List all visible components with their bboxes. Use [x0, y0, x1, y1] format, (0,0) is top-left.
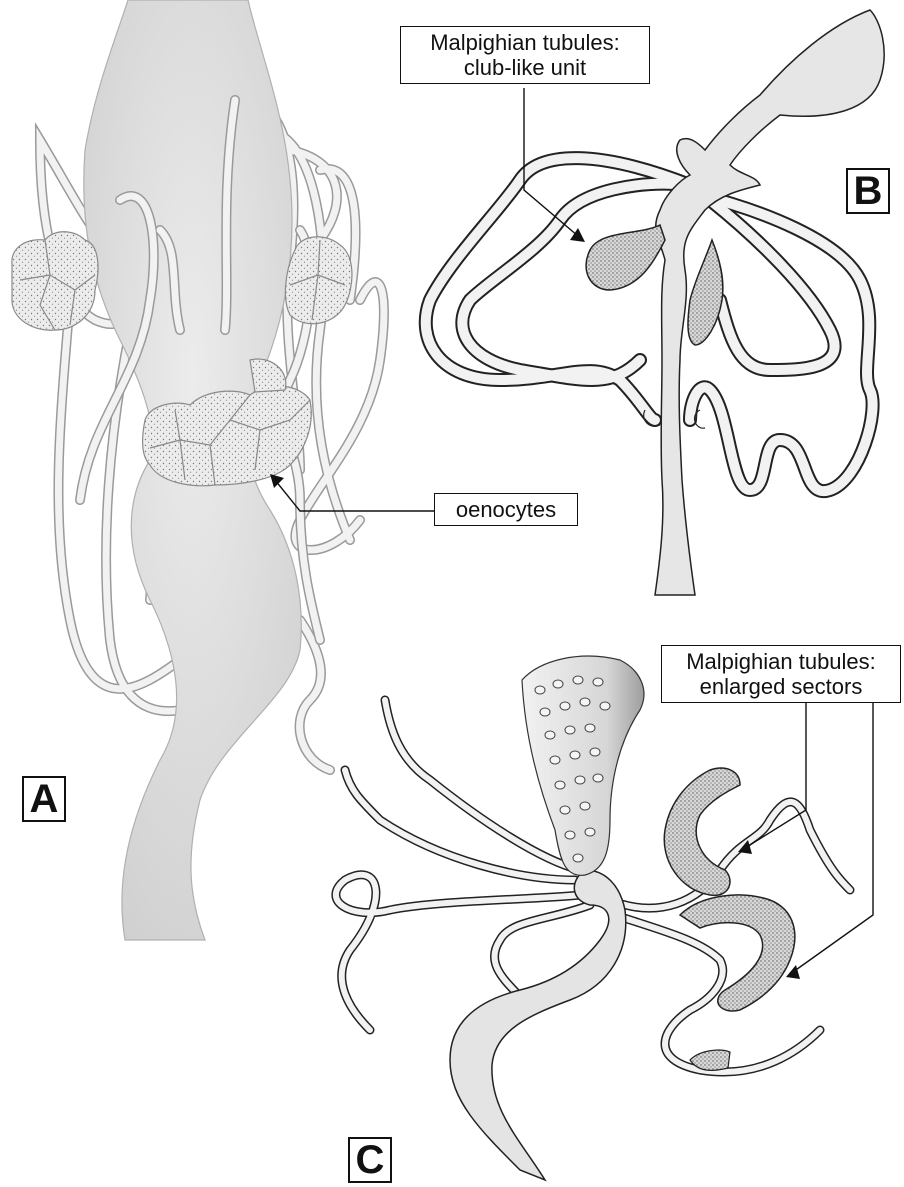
club-unit-right — [688, 240, 723, 345]
club-unit-left — [586, 225, 665, 290]
panel-label-a: A — [22, 776, 66, 822]
label-oenocytes: oenocytes — [434, 493, 578, 526]
enlarged-sector-upper — [664, 768, 740, 895]
oenocyte-cluster-right — [285, 237, 352, 324]
enlarged-lower-arrow — [793, 700, 873, 972]
label-oenocytes-text: oenocytes — [443, 497, 569, 522]
label-club-line2: club-like unit — [409, 55, 641, 80]
panel-b-tubules — [426, 158, 873, 491]
label-enlarged-line1: Malpighian tubules: — [670, 649, 892, 674]
enlarged-sector-lower — [680, 895, 795, 1011]
enlarged-upper-arrow — [745, 700, 806, 848]
oenocyte-cluster-left — [12, 232, 98, 330]
label-enlarged-line2: enlarged sectors — [670, 674, 892, 699]
panel-label-c: C — [348, 1137, 392, 1183]
panel-label-b: B — [846, 168, 890, 214]
panel-a-drawing — [12, 0, 384, 940]
label-enlarged-sectors: Malpighian tubules: enlarged sectors — [661, 645, 901, 703]
panel-c-drawing — [336, 656, 850, 1180]
label-club-line1: Malpighian tubules: — [409, 30, 641, 55]
label-club-like-unit: Malpighian tubules: club-like unit — [400, 26, 650, 84]
